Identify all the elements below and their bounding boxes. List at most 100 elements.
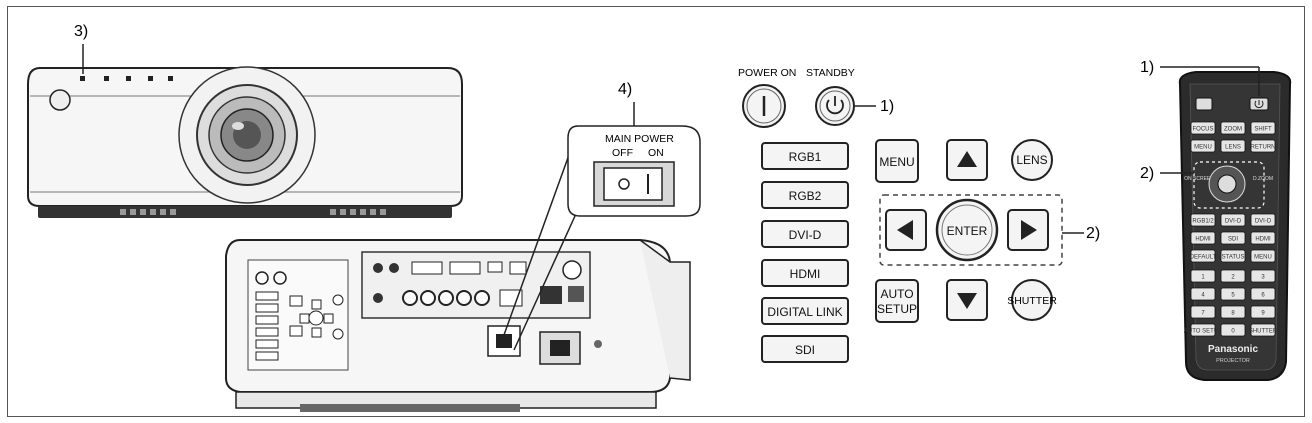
remote-key[interactable]: MENU [1190,139,1216,153]
remote-key-label: ZOOM [1224,127,1242,133]
remote-key[interactable]: HDMI [1190,231,1216,245]
remote-key[interactable]: SHUTTER [1249,323,1278,337]
input-button-rgb1[interactable]: RGB1 [761,142,849,170]
callout-4: 4) [618,81,632,98]
remote-key[interactable]: 5 [1220,287,1246,301]
remote-key[interactable]: FOCUS [1190,121,1216,135]
arrow-left-icon [897,220,913,240]
svg-text:DIGITAL LINK: DIGITAL LINK [767,305,842,319]
arrow-keys-dashed-group [879,194,1063,266]
remote-key[interactable]: SHIFT [1250,121,1276,135]
remote-key-label: 3 [1261,275,1265,281]
lens-icon [178,66,316,204]
remote-key[interactable]: MENU [1250,249,1276,263]
arrow-up-icon [957,151,977,167]
svg-text:SETUP: SETUP [877,302,917,316]
remote-key-label: HDMI [1195,237,1211,243]
remote-power-on-button[interactable] [1195,97,1213,111]
input-button-digital-link[interactable]: DIGITAL LINK [761,297,849,325]
shutter-button[interactable]: SHUTTER [1007,279,1057,321]
right-arrow-button[interactable] [1007,209,1049,251]
callout-2-panel: 2) [1086,225,1100,242]
input-button-rgb2[interactable]: RGB2 [761,181,849,209]
lens-button[interactable]: LENS [1011,139,1053,181]
remote-brand: Panasonic [1208,344,1258,355]
remote-key-label: RETURN [1251,145,1276,151]
remote-key[interactable]: LENS [1220,139,1246,153]
remote-key-label: SDI [1228,237,1238,243]
svg-text:DVI-D: DVI-D [789,228,822,242]
remote-key-label: MENU [1194,145,1212,151]
power-icon [826,96,844,115]
svg-text:RGB1: RGB1 [789,150,822,164]
remote-key-label: DVI-D [1225,219,1242,225]
remote-key-label: 8 [1231,311,1235,317]
remote-sub-brand: PROJECTOR [1216,358,1250,364]
svg-text:SDI: SDI [795,343,815,357]
remote-key-label: FOCUS [1193,127,1214,133]
projector-rear [225,239,691,412]
remote-key[interactable]: SDI [1220,231,1246,245]
remote-key-label: MENU [1254,255,1272,261]
switch-off-label: OFF [612,147,633,159]
remote-key[interactable]: RETURN [1251,139,1276,153]
svg-text:HDMI: HDMI [790,267,821,281]
remote-key[interactable]: 1 [1190,269,1216,283]
remote-key[interactable]: ZOOM [1220,121,1246,135]
remote-key[interactable]: AUTO SETUP [1184,323,1222,337]
callout-1-remote: 1) [1140,59,1154,76]
remote-key-label: 2 [1231,275,1235,281]
svg-text:LENS: LENS [1016,153,1047,167]
input-button-dvi-d[interactable]: DVI-D [761,220,849,248]
remote-key-label: 1 [1201,275,1205,281]
menu-button[interactable]: MENU [875,139,919,183]
svg-text:SHUTTER: SHUTTER [1007,295,1057,307]
remote-key[interactable]: RGB1/2 [1190,213,1216,227]
input-button-sdi[interactable]: SDI [761,335,849,363]
remote-side-key-label: ON SCREEN [1184,176,1214,182]
connector-panel [361,251,591,319]
remote-key[interactable]: 3 [1250,269,1276,283]
down-arrow-button[interactable] [946,279,988,321]
remote-key-label: 4 [1201,293,1205,299]
main-power-title: MAIN POWER [605,133,674,145]
remote-control: FOCUS ZOOM SHIFT MENU LENS RETURN RGB1/2 DVI-D D… [1140,59,1292,381]
left-arrow-button[interactable] [885,209,927,251]
rear-control-panel [247,259,349,371]
remote-key[interactable]: DEFAULT [1190,249,1217,263]
remote-key[interactable]: 7 [1190,305,1216,319]
remote-key[interactable]: STATUS [1220,249,1246,263]
remote-key-label: AUTO SETUP [1184,329,1222,335]
remote-key-label: LENS [1225,145,1241,151]
svg-text:ENTER: ENTER [947,224,988,238]
power-switch[interactable] [603,167,663,201]
remote-key[interactable]: 8 [1220,305,1246,319]
remote-key-label: SHIFT [1254,127,1272,133]
rear-power-area [487,325,602,365]
svg-text:MENU: MENU [879,155,914,169]
remote-key-label: SHUTTER [1249,329,1278,335]
control-panel: POWER ON STANDBY 1) RG [738,67,1100,363]
input-button-hdmi[interactable]: HDMI [761,259,849,287]
remote-key-label: DEFAULT [1190,255,1217,261]
remote-key[interactable]: DVI-D [1250,213,1276,227]
callout-1-standby: 1) [880,98,894,115]
up-arrow-button[interactable] [946,139,988,181]
remote-key[interactable]: 2 [1220,269,1246,283]
remote-key[interactable]: 4 [1190,287,1216,301]
remote-key[interactable]: 0 [1220,323,1246,337]
standby-button[interactable] [815,86,855,126]
remote-key[interactable]: HDMI [1250,231,1276,245]
svg-text:RGB2: RGB2 [789,189,822,203]
auto-setup-button[interactable]: AUTO SETUP [875,279,919,323]
remote-key-label: RGB1/2 [1192,219,1214,225]
remote-key[interactable]: 6 [1250,287,1276,301]
remote-key[interactable]: 9 [1250,305,1276,319]
remote-key[interactable]: DVI-D [1220,213,1246,227]
remote-nav-ring[interactable] [1208,165,1246,203]
svg-text:AUTO: AUTO [880,287,913,301]
enter-button[interactable]: ENTER [935,198,999,262]
switch-on-label: ON [648,147,664,159]
power-on-button[interactable] [742,84,786,128]
